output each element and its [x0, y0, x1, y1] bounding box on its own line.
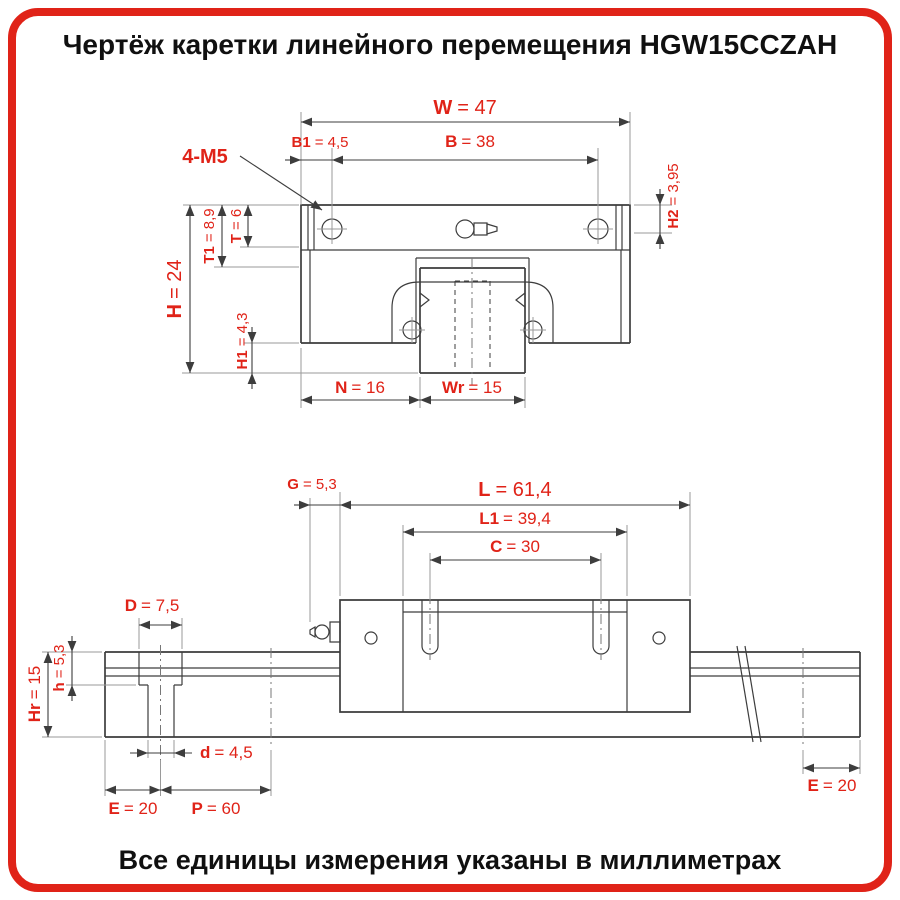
dim-L1: L1= 39,4: [479, 509, 551, 528]
units-note: Все единицы измерения указаны в миллимет…: [119, 845, 782, 875]
dim-d: d= 4,5: [200, 743, 253, 762]
counterbore-hole: [138, 645, 804, 760]
bolt-hole: [592, 600, 610, 655]
dim-N: N= 16: [335, 378, 385, 397]
grease-nipple-front: [455, 219, 498, 239]
break-line: [736, 645, 762, 743]
mounting-holes: [317, 214, 613, 343]
bolt-hole: [421, 600, 439, 655]
end-cap-port-icon: [364, 631, 378, 645]
page-title: Чертёж каретки линейного перемещения HGW…: [63, 29, 837, 60]
page-border: [8, 8, 892, 892]
side-dimension-lines: [43, 500, 860, 795]
dim-Wr: Wr= 15: [442, 378, 502, 397]
grease-nipple-side: [309, 621, 341, 643]
thread-callout: 4-M5: [182, 146, 228, 168]
callout-leader-line: [239, 155, 323, 211]
dim-W: W= 47: [433, 97, 496, 119]
dim-T: T= 6: [228, 209, 245, 243]
dim-B: B= 38: [445, 132, 495, 151]
dim-T1: T1= 8,9: [201, 208, 218, 263]
dim-E-left: E= 20: [109, 799, 158, 818]
dim-B1: B1= 4,5: [292, 134, 349, 151]
front-view: W= 47 B1= 4,5 B= 38 H2= 3,95 4-M5 T= 6 T…: [164, 97, 682, 408]
dim-P: P= 60: [192, 799, 241, 818]
dim-H: H= 24: [164, 260, 186, 319]
carriage-cross-section: [300, 204, 631, 344]
side-view: G= 5,3 L= 61,4 L1= 39,4 C= 30 D= 7,5 Hr=…: [25, 476, 861, 818]
dim-C: C= 30: [490, 537, 540, 556]
dim-H1: H1= 4,3: [234, 313, 251, 370]
rail-cross-section: [419, 258, 526, 385]
end-cap-port-icon: [652, 631, 666, 645]
rail-side: [104, 645, 861, 743]
dim-Hr: Hr= 15: [25, 666, 44, 722]
carriage-side: [339, 594, 691, 713]
dim-H2: H2= 3,95: [665, 163, 682, 228]
front-extension-lines: [182, 112, 672, 408]
dim-G: G= 5,3: [287, 476, 336, 493]
dim-h: h= 5,3: [51, 645, 68, 692]
front-dimension-lines: [185, 117, 665, 405]
dim-D: D= 7,5: [125, 596, 180, 615]
dim-L: L= 61,4: [478, 479, 551, 501]
dim-E-right: E= 20: [808, 776, 857, 795]
side-extension-lines: [42, 492, 861, 796]
